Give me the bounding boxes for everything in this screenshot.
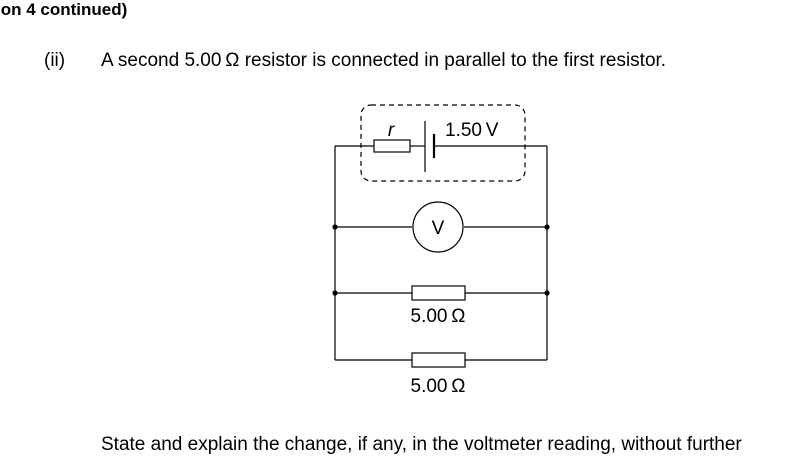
- cell-dashed-box: [360, 104, 526, 182]
- question-text: A second 5.00 Ω resistor is connected in…: [101, 50, 667, 71]
- junction-dot: [332, 224, 338, 230]
- internal-resistance-label: r: [388, 120, 395, 141]
- voltmeter-symbol: [412, 201, 464, 253]
- resistor-2: [411, 352, 466, 368]
- resistor-1-label: 5.00 Ω: [411, 306, 466, 327]
- next-question-text: State and explain the change, if any, in…: [101, 434, 742, 455]
- junction-dot: [544, 224, 550, 230]
- part-label: (ii): [44, 50, 66, 71]
- internal-resistor: [373, 139, 411, 153]
- emf-label: 1.50 V: [445, 120, 499, 141]
- voltmeter-label: V: [432, 218, 445, 239]
- question-header: ion 4 continued): [0, 0, 128, 19]
- resistor-1: [411, 285, 466, 301]
- circuit-diagram: r 1.50 V V 5.00 Ω 5.00 Ω: [332, 104, 550, 397]
- junction-dot: [544, 290, 550, 296]
- resistor-2-label: 5.00 Ω: [411, 376, 466, 397]
- junction-dot: [332, 290, 338, 296]
